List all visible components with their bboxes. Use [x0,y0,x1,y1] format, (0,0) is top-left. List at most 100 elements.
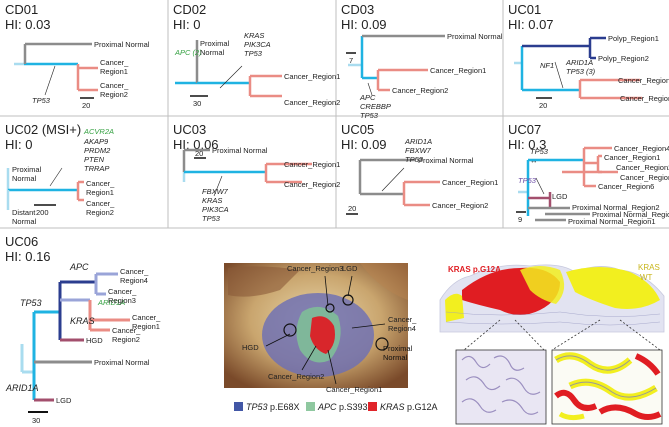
scale-label: 20 [82,101,90,110]
specimen-photo: Cancer_Region3 LGD Cancer_Region4 Proxim… [224,263,417,394]
leaf-r1: Cancer_Region1 [618,76,669,85]
leaf-r1: Cancer_Region1 [604,153,660,162]
leaf-pn2: Proximal Normal_Region2 [572,203,660,212]
panel-title: UC06 [5,234,38,249]
leaf-pn1: Proximal Normal_Region1 [568,217,656,226]
panel-uc01: UC01 HI: 0.07 Polyp_Region1 Polyp_Region… [508,2,669,110]
panel-cd01: CD01 HI: 0.03 Proximal Normal Cancer_Reg… [5,2,150,110]
legend-label: KRAS p.G12A [380,402,438,412]
scale-label: 30 [193,99,201,108]
leaf-r1: Cancer_Region1 [284,160,340,169]
label-r2: Cancer_Region2 [268,372,324,381]
he-glands [461,355,541,415]
hi-value: HI: 0.3 [508,137,546,152]
mutation-legend: TP53 p.E68X APC p.S393X KRAS p.G12A [234,402,438,412]
hi-value: HI: 0 [5,137,32,152]
scale-label: 30 [32,416,40,425]
hi-value: HI: 0.09 [341,17,387,32]
leaf-proximal: Proximal Normal [447,32,503,41]
kras-wt-label: WT [640,273,653,282]
ish-glands [554,352,662,421]
panel-title: UC02 (MSI+) [5,122,81,137]
panel-uc06: UC06 HI: 0.16 APC TP53 ARID1A KRAS ARID1… [5,234,161,425]
leaf-r4: Cancer_Region4 [120,267,149,285]
panel-title: UC05 [341,122,374,137]
hi-value: HI: 0.06 [173,137,219,152]
legend-swatch [234,402,243,411]
leaf-r6: Cancer_Region6 [598,182,654,191]
leaf-r1: Cancer_Region1 [284,72,340,81]
leaf-r2: Cancer_Region2 [86,199,115,217]
he-inset [455,349,547,425]
leaf-proximal: Proximal Normal [94,40,150,49]
panel-uc07: UC07 HI: 0.3 TP53 ↔ TP53 Cancer_Region4 … [508,122,669,226]
leaf-hgd: HGD [86,336,103,345]
label-hgd: HGD [242,343,259,352]
hi-value: HI: 0.07 [508,17,554,32]
leaf-pn3: Proximal Normal_Region3 [592,210,669,219]
panel-title: CD02 [173,2,206,17]
scale-label: 20 [539,101,547,110]
leaf-lgd: LGD [56,396,72,405]
gene-arid1a: ARID1A [5,383,39,393]
leaf-r1: Cancer_Region1 [100,58,129,76]
legend-swatch [306,402,315,411]
leaf-polyp2: Polyp_Region2 [598,54,649,63]
leaf-r3: Cancer_Region3 [108,287,137,305]
panel-grid [0,0,669,229]
panel-title: UC07 [508,122,541,137]
gene-kras: KRAS [70,316,95,326]
gene-tp53: TP53 [530,147,549,156]
gene-tp53-purple: TP53 [518,176,537,185]
hi-value: HI: 0.09 [341,137,387,152]
gene-arid1a-green: ARID1A [97,298,125,307]
panel-title: UC03 [173,122,206,137]
kras-mutant-label: KRAS p.G12A [448,265,501,274]
leaf-r2: Cancer_Region2 [620,94,669,103]
legend-label: APC p.S393X [317,402,374,412]
histology-panel: KRAS p.G12A KRAS WT [439,263,665,425]
scale-label: 9 [518,215,522,224]
kras-wt-area [566,267,660,309]
scale-label: 200 [36,208,49,217]
gene-apc: APC [69,262,89,272]
kras-wt-gene: KRAS [638,263,660,272]
panel-title: CD03 [341,2,374,17]
scale-label: 7 [349,56,353,65]
gene-nf1: NF1 [540,61,554,70]
leaf-r2: Cancer_Region2 [284,98,340,107]
leaf-proximal: Proximal Normal [418,156,474,165]
leaf-r1: Cancer_Region1 [430,66,486,75]
gene-label: TP53 [32,96,51,105]
gene-acvr2a: ACVR2A [83,127,114,136]
leaf-r2: Cancer_Region2 [616,163,669,172]
legend-label: TP53 p.E68X [246,402,300,412]
leaf-r1: Cancer_Region1 [132,313,161,331]
leaf-lgd: LGD [552,192,568,201]
apc-gene: APC (2) [174,48,202,57]
label-lgd: LGD [342,264,358,273]
leaf-r2: Cancer_Region2 [284,180,340,189]
gene-tp53: TP53 [20,298,42,308]
hi-value: HI: 0.16 [5,249,51,264]
sample-r3 [325,303,335,313]
leaf-proximal: Proximal Normal [94,358,150,367]
leaf-proximal: Proximal Normal [212,146,268,155]
panel-title: CD01 [5,2,38,17]
legend-swatch [368,402,377,411]
panel-title: UC01 [508,2,541,17]
leaf-r2: Cancer_Region2 [100,81,129,99]
leaf-r2: Cancer_Region2 [432,201,488,210]
leaf-r4: Cancer_Region4 [614,144,669,153]
